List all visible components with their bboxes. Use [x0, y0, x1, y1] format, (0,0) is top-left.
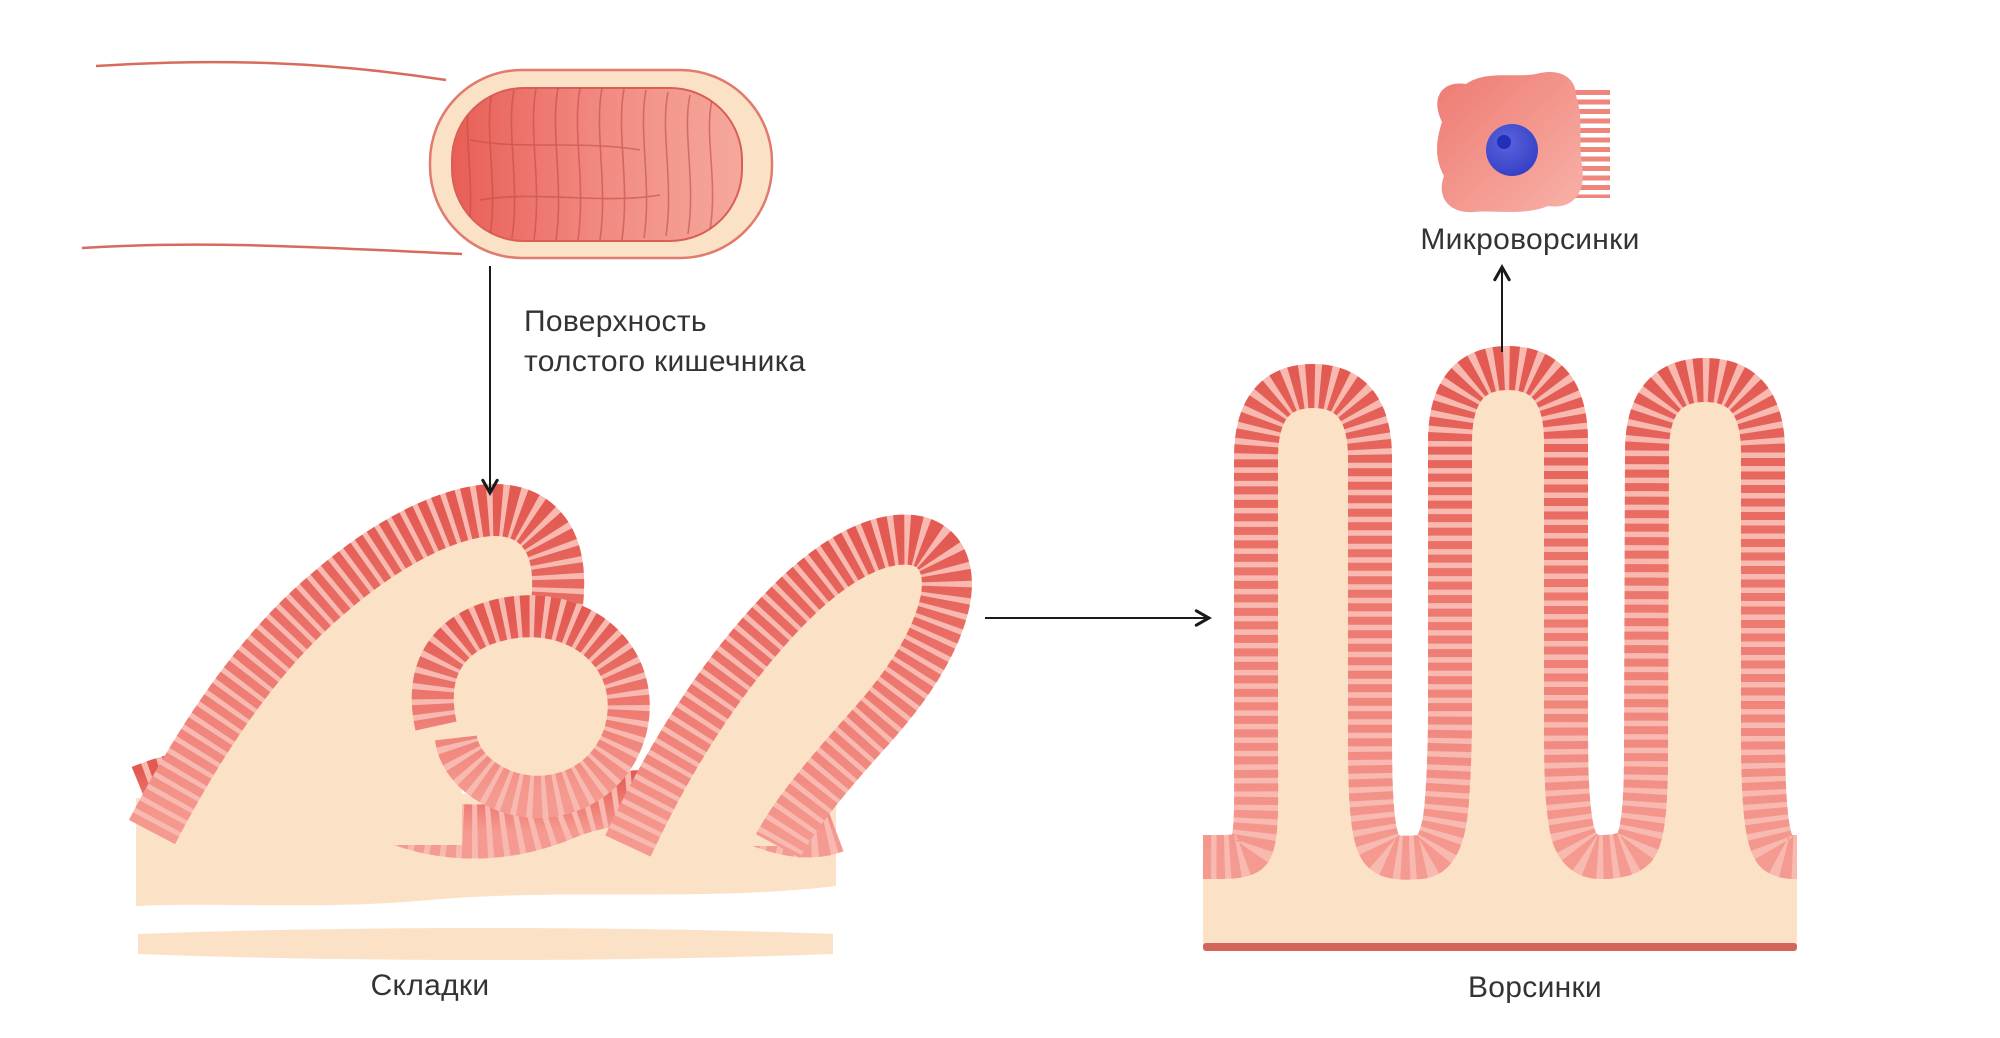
fold-3-fringe: [605, 514, 972, 859]
cell-nucleus: [1486, 124, 1538, 176]
villi-epithelium-fringe: [1202, 345, 1798, 880]
surface-label: Поверхность толстого кишечника: [524, 302, 864, 382]
cell-nucleolus: [1497, 135, 1511, 149]
villi-label: Ворсинки: [1468, 971, 1602, 1004]
surface-label-line1: Поверхность: [524, 305, 707, 338]
tube-outline-bottom: [81, 243, 463, 256]
fold-2-fringe: [411, 595, 650, 818]
intestine-tube-illustration: [81, 60, 774, 260]
tube-mucosa: [451, 87, 743, 242]
villi-base-line: [1203, 943, 1797, 951]
surface-label-line2: толстого кишечника: [524, 345, 806, 378]
villi-body: [1203, 368, 1797, 946]
epithelial-cell-illustration: [1437, 72, 1610, 213]
tube-outline-top: [95, 60, 447, 82]
microvilli-label: Микроворсинки: [1420, 223, 1640, 256]
folds-illustration: [128, 484, 972, 960]
folds-label: Складки: [370, 969, 490, 1002]
mucosa-texture-lines: [466, 88, 714, 241]
ground-fringe: [131, 745, 844, 859]
fold-3-body: [628, 539, 947, 846]
folds-bottom-strip: [138, 928, 833, 960]
villi-illustration: [1202, 345, 1798, 951]
